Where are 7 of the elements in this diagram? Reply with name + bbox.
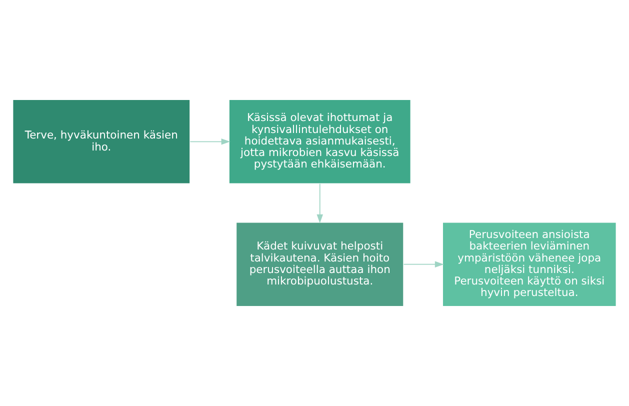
arrow [403,261,444,268]
node-box: Kädet kuivuvat helposti talvikautena. Käsien hoito perusvoiteella auttaa ihon mikrobipuolustusta. [236,222,404,307]
arrow [316,183,324,224]
arrow [190,138,230,145]
node-box: Perusvoiteen ansioista bakteerien leviäminen ympäristöön vähenee jopa neljäksi tunniksi. Perusvoiteen käyttö on siksi hyvin perusteltua. [442,222,617,307]
node-box: Käsissä olevat ihottumat ja kynsivallintulehdukset on hoidettava asianmukaisesti, jotta mikrobien kasvu käsissä pystytään ehkäisemään. [228,99,412,184]
node-box: Terve, hyväkuntoinen käsien iho. [12,99,190,184]
